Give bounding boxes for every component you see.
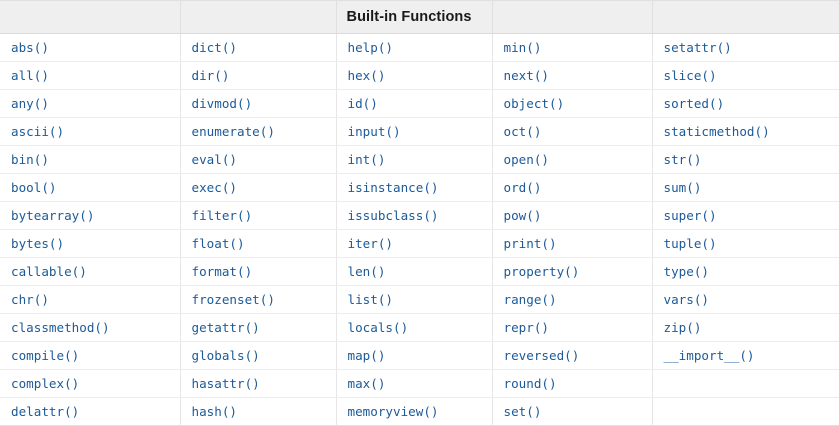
function-cell[interactable]: setattr() bbox=[652, 33, 839, 62]
function-cell[interactable]: iter() bbox=[336, 229, 493, 258]
function-cell[interactable]: callable() bbox=[0, 257, 181, 286]
function-cell[interactable]: dir() bbox=[180, 61, 337, 90]
function-cell[interactable]: issubclass() bbox=[336, 201, 493, 230]
function-cell[interactable]: set() bbox=[492, 397, 653, 426]
function-cell[interactable]: max() bbox=[336, 369, 493, 398]
function-cell[interactable]: eval() bbox=[180, 145, 337, 174]
table-row: compile()globals()map()reversed()__impor… bbox=[0, 341, 839, 370]
table-body: abs()dict()help()min()setattr()all()dir(… bbox=[0, 33, 839, 426]
function-cell[interactable]: locals() bbox=[336, 313, 493, 342]
table-row: complex()hasattr()max()round() bbox=[0, 369, 839, 398]
function-cell[interactable]: complex() bbox=[0, 369, 181, 398]
table-row: bin()eval()int()open()str() bbox=[0, 145, 839, 174]
function-cell[interactable]: compile() bbox=[0, 341, 181, 370]
function-cell[interactable]: bytes() bbox=[0, 229, 181, 258]
function-cell[interactable]: divmod() bbox=[180, 89, 337, 118]
function-cell[interactable]: map() bbox=[336, 341, 493, 370]
function-cell[interactable]: isinstance() bbox=[336, 173, 493, 202]
table-row: all()dir()hex()next()slice() bbox=[0, 61, 839, 90]
table-row: abs()dict()help()min()setattr() bbox=[0, 33, 839, 62]
table-row: bool()exec()isinstance()ord()sum() bbox=[0, 173, 839, 202]
function-cell[interactable]: round() bbox=[492, 369, 653, 398]
function-cell[interactable]: chr() bbox=[0, 285, 181, 314]
function-cell[interactable]: float() bbox=[180, 229, 337, 258]
function-cell[interactable]: bin() bbox=[0, 145, 181, 174]
function-cell[interactable]: object() bbox=[492, 89, 653, 118]
function-cell[interactable]: sum() bbox=[652, 173, 839, 202]
header-cell-5 bbox=[652, 0, 839, 34]
function-cell[interactable]: abs() bbox=[0, 33, 181, 62]
function-cell[interactable]: enumerate() bbox=[180, 117, 337, 146]
table-header-row: Built-in Functions bbox=[0, 0, 839, 34]
function-cell[interactable]: globals() bbox=[180, 341, 337, 370]
table-row: classmethod()getattr()locals()repr()zip(… bbox=[0, 313, 839, 342]
table-row: delattr()hash()memoryview()set() bbox=[0, 397, 839, 426]
function-cell[interactable]: hash() bbox=[180, 397, 337, 426]
table-row: chr()frozenset()list()range()vars() bbox=[0, 285, 839, 314]
function-cell[interactable]: property() bbox=[492, 257, 653, 286]
function-cell[interactable]: vars() bbox=[652, 285, 839, 314]
function-cell[interactable]: pow() bbox=[492, 201, 653, 230]
empty-cell bbox=[652, 397, 839, 426]
function-cell[interactable]: str() bbox=[652, 145, 839, 174]
function-cell[interactable]: memoryview() bbox=[336, 397, 493, 426]
function-cell[interactable]: range() bbox=[492, 285, 653, 314]
function-cell[interactable]: any() bbox=[0, 89, 181, 118]
function-cell[interactable]: len() bbox=[336, 257, 493, 286]
function-cell[interactable]: all() bbox=[0, 61, 181, 90]
function-cell[interactable]: min() bbox=[492, 33, 653, 62]
function-cell[interactable]: zip() bbox=[652, 313, 839, 342]
function-cell[interactable]: repr() bbox=[492, 313, 653, 342]
function-cell[interactable]: type() bbox=[652, 257, 839, 286]
function-cell[interactable]: id() bbox=[336, 89, 493, 118]
function-cell[interactable]: reversed() bbox=[492, 341, 653, 370]
function-cell[interactable]: __import__() bbox=[652, 341, 839, 370]
function-cell[interactable]: staticmethod() bbox=[652, 117, 839, 146]
empty-cell bbox=[652, 369, 839, 398]
function-cell[interactable]: getattr() bbox=[180, 313, 337, 342]
function-cell[interactable]: list() bbox=[336, 285, 493, 314]
function-cell[interactable]: next() bbox=[492, 61, 653, 90]
table-row: ascii()enumerate()input()oct()staticmeth… bbox=[0, 117, 839, 146]
function-cell[interactable]: ascii() bbox=[0, 117, 181, 146]
function-cell[interactable]: filter() bbox=[180, 201, 337, 230]
function-cell[interactable]: exec() bbox=[180, 173, 337, 202]
function-cell[interactable]: bytearray() bbox=[0, 201, 181, 230]
function-cell[interactable]: classmethod() bbox=[0, 313, 181, 342]
function-cell[interactable]: hex() bbox=[336, 61, 493, 90]
function-cell[interactable]: dict() bbox=[180, 33, 337, 62]
header-cell-1 bbox=[0, 0, 181, 34]
function-cell[interactable]: delattr() bbox=[0, 397, 181, 426]
function-cell[interactable]: format() bbox=[180, 257, 337, 286]
function-cell[interactable]: input() bbox=[336, 117, 493, 146]
function-cell[interactable]: tuple() bbox=[652, 229, 839, 258]
table-header: Built-in Functions bbox=[0, 0, 839, 34]
table-row: callable()format()len()property()type() bbox=[0, 257, 839, 286]
table-row: bytearray()filter()issubclass()pow()supe… bbox=[0, 201, 839, 230]
function-cell[interactable]: print() bbox=[492, 229, 653, 258]
function-cell[interactable]: hasattr() bbox=[180, 369, 337, 398]
table-title: Built-in Functions bbox=[336, 0, 493, 34]
function-cell[interactable]: frozenset() bbox=[180, 285, 337, 314]
function-cell[interactable]: bool() bbox=[0, 173, 181, 202]
function-cell[interactable]: int() bbox=[336, 145, 493, 174]
header-cell-4 bbox=[492, 0, 653, 34]
function-cell[interactable]: ord() bbox=[492, 173, 653, 202]
function-cell[interactable]: open() bbox=[492, 145, 653, 174]
function-cell[interactable]: help() bbox=[336, 33, 493, 62]
function-cell[interactable]: super() bbox=[652, 201, 839, 230]
function-cell[interactable]: oct() bbox=[492, 117, 653, 146]
table-row: bytes()float()iter()print()tuple() bbox=[0, 229, 839, 258]
function-cell[interactable]: slice() bbox=[652, 61, 839, 90]
function-cell[interactable]: sorted() bbox=[652, 89, 839, 118]
header-cell-2 bbox=[180, 0, 337, 34]
table-row: any()divmod()id()object()sorted() bbox=[0, 89, 839, 118]
